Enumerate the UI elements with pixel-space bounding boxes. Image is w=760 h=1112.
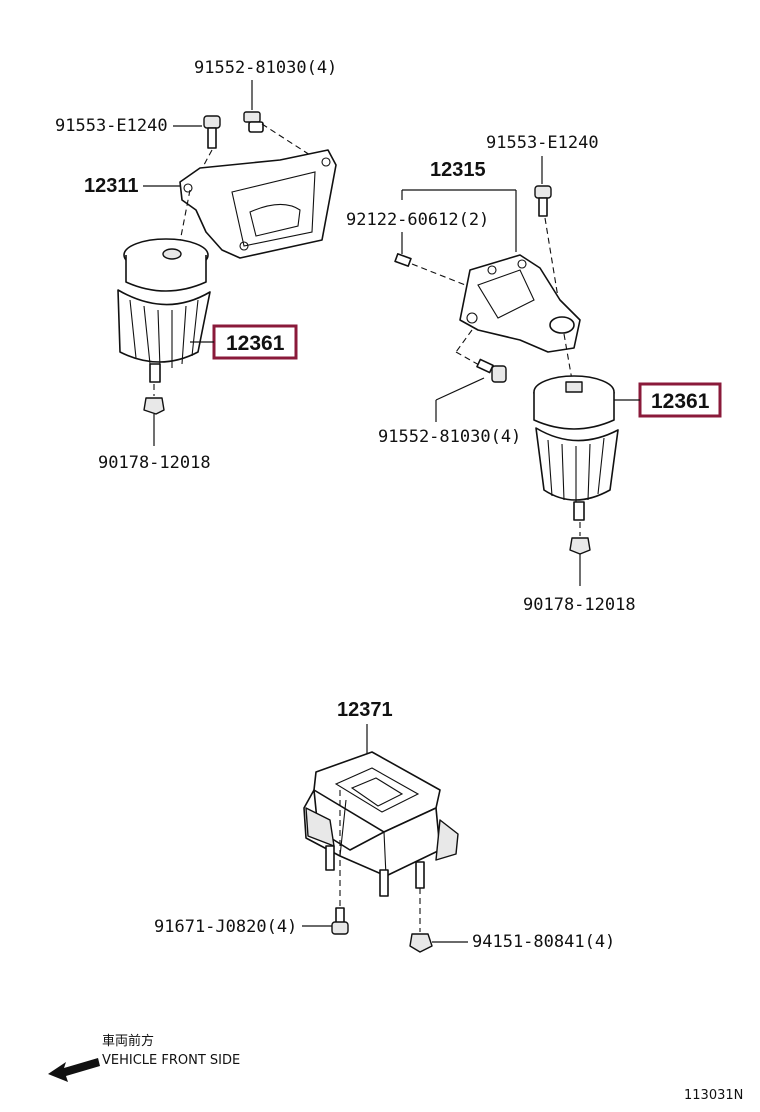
- label-bolt-left-small[interactable]: 91553-E1240: [55, 116, 168, 136]
- stud-icon: [394, 253, 412, 267]
- arrow-left-icon: [48, 1058, 100, 1082]
- label-bracket-left[interactable]: 12311: [84, 175, 139, 197]
- diagram-code: 113031N: [684, 1088, 743, 1103]
- part-highlight-box: [638, 382, 722, 418]
- label-stud-right[interactable]: 92122-60612(2): [346, 210, 489, 230]
- bolt-icon: [243, 111, 264, 133]
- label-mount-left[interactable]: 12361: [226, 332, 285, 355]
- label-bolt-right-mid[interactable]: 91552-81030(4): [378, 427, 521, 447]
- engine-mount-insulator-right: [533, 375, 619, 521]
- label-bolt-top-left[interactable]: 91552-81030(4): [194, 58, 337, 78]
- label-rear-mount[interactable]: 12371: [337, 699, 393, 721]
- transmission-mount-rear: [303, 751, 459, 897]
- nut-icon: [143, 397, 165, 415]
- right-mount-assembly: 91553-E1240 12315 92122-60612(2): [346, 133, 722, 615]
- direction-label-jp: 車両前方: [102, 1033, 154, 1049]
- label-bolt-right-top[interactable]: 91553-E1240: [486, 133, 599, 153]
- bolt-icon: [331, 907, 349, 935]
- label-bracket-right[interactable]: 12315: [430, 159, 486, 181]
- label-nut-left[interactable]: 90178-12018: [98, 453, 211, 473]
- label-mount-right[interactable]: 12361: [651, 390, 710, 413]
- engine-mount-insulator-left: [117, 238, 211, 383]
- label-nut-right[interactable]: 90178-12018: [523, 595, 636, 615]
- nut-icon: [569, 537, 591, 555]
- nut-icon: [409, 933, 433, 953]
- engine-mount-bracket-right: [459, 254, 581, 353]
- direction-label-en: VEHICLE FRONT SIDE: [102, 1053, 240, 1068]
- rear-mount-assembly: 12371 91671-J0820(4) 94151-80841(4): [154, 699, 615, 953]
- part-highlight-box: [212, 324, 298, 360]
- bolt-icon: [203, 115, 221, 149]
- direction-indicator: 車両前方 VEHICLE FRONT SIDE: [48, 1033, 240, 1082]
- left-mount-assembly: 91552-81030(4) 91553-E1240 12311: [55, 58, 337, 473]
- bolt-icon: [476, 358, 507, 383]
- label-bolt-rear[interactable]: 91671-J0820(4): [154, 917, 297, 937]
- engine-mount-bracket-left: [179, 149, 337, 259]
- bolt-icon: [534, 185, 552, 217]
- label-nut-rear[interactable]: 94151-80841(4): [472, 932, 615, 952]
